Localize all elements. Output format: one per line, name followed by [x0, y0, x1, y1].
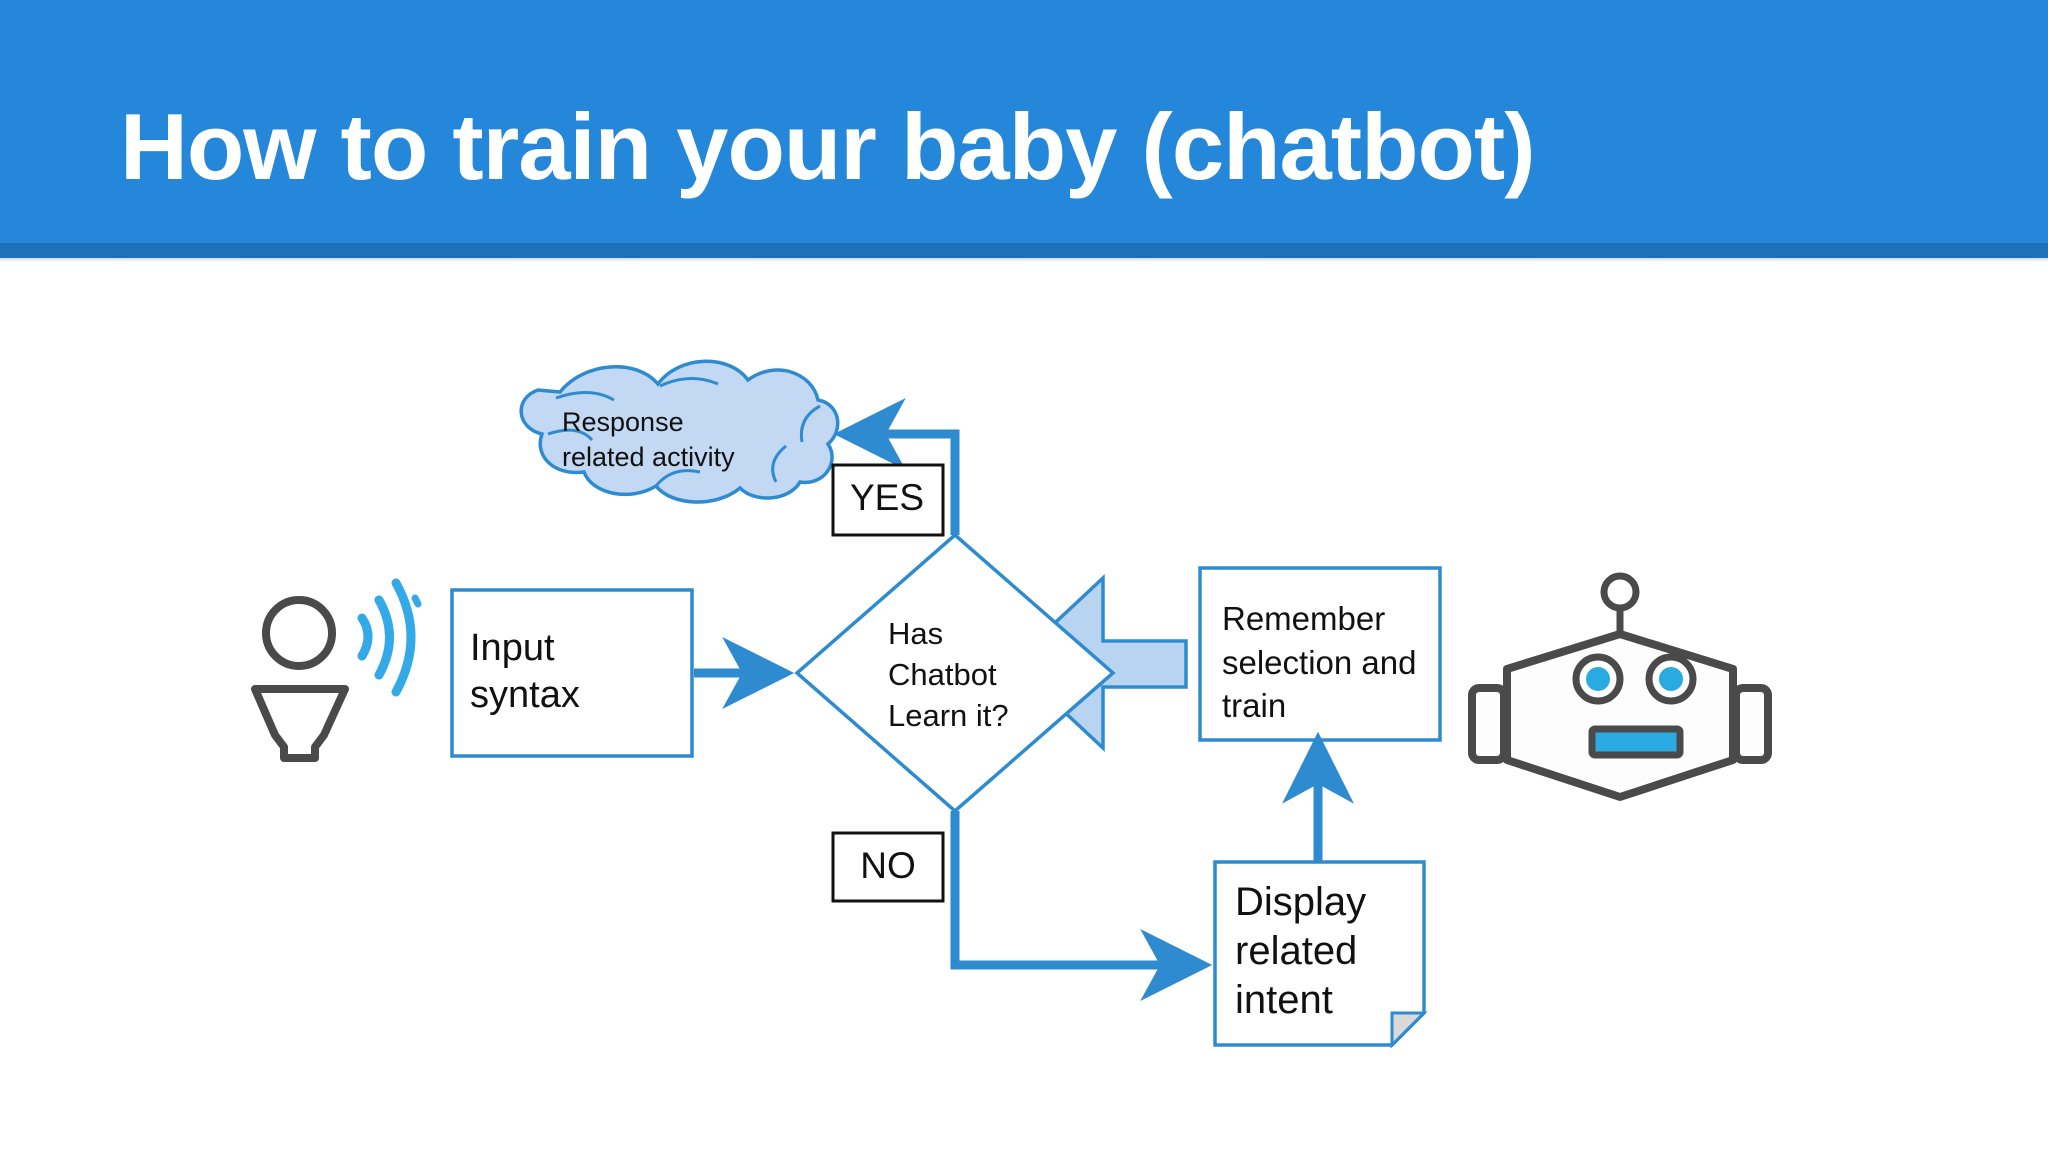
no-edge-label: NO: [860, 845, 916, 886]
sound-wave-tick: [411, 594, 422, 608]
robot-pupil-right: [1659, 667, 1683, 691]
no-label-box: [831, 831, 945, 903]
title-banner-shadow: [0, 258, 2048, 262]
input-syntax-label: Input syntax: [470, 627, 580, 717]
title-banner: [0, 0, 2048, 243]
sound-wave-medium: [374, 595, 394, 680]
robot-head-icon: [1468, 572, 1772, 801]
edge-no-to-display: [950, 811, 1213, 1001]
sound-wave-large: [391, 578, 416, 697]
robot-pupil-left: [1586, 667, 1610, 691]
cloud-node-label: Response related activity: [562, 407, 735, 472]
folded-corner: [1390, 1011, 1428, 1049]
person-speaking-icon: [251, 578, 422, 762]
sound-wave-small: [357, 613, 373, 661]
decision-diamond-label: Has Chatbot Learn it?: [888, 616, 1009, 733]
title-banner-underline: [0, 243, 2048, 258]
robot-ear-right: [1732, 684, 1772, 764]
remember-box-label: Remember selection and train: [1222, 600, 1417, 725]
display-note: [1213, 860, 1428, 1049]
robot-mouth: [1588, 725, 1684, 759]
robot-face: [1503, 630, 1737, 801]
cloud-node: [519, 359, 840, 504]
page-title: How to train your baby (chatbot): [120, 94, 1536, 199]
remember-box: [1198, 566, 1442, 742]
yes-edge-label: YES: [849, 477, 925, 518]
yes-label-box: [831, 463, 945, 537]
input-syntax-box: [450, 588, 694, 758]
edge-yes-to-cloud: [833, 398, 960, 535]
display-note-label: Display related intent: [1235, 880, 1367, 1023]
robot-ear-left: [1468, 684, 1508, 764]
